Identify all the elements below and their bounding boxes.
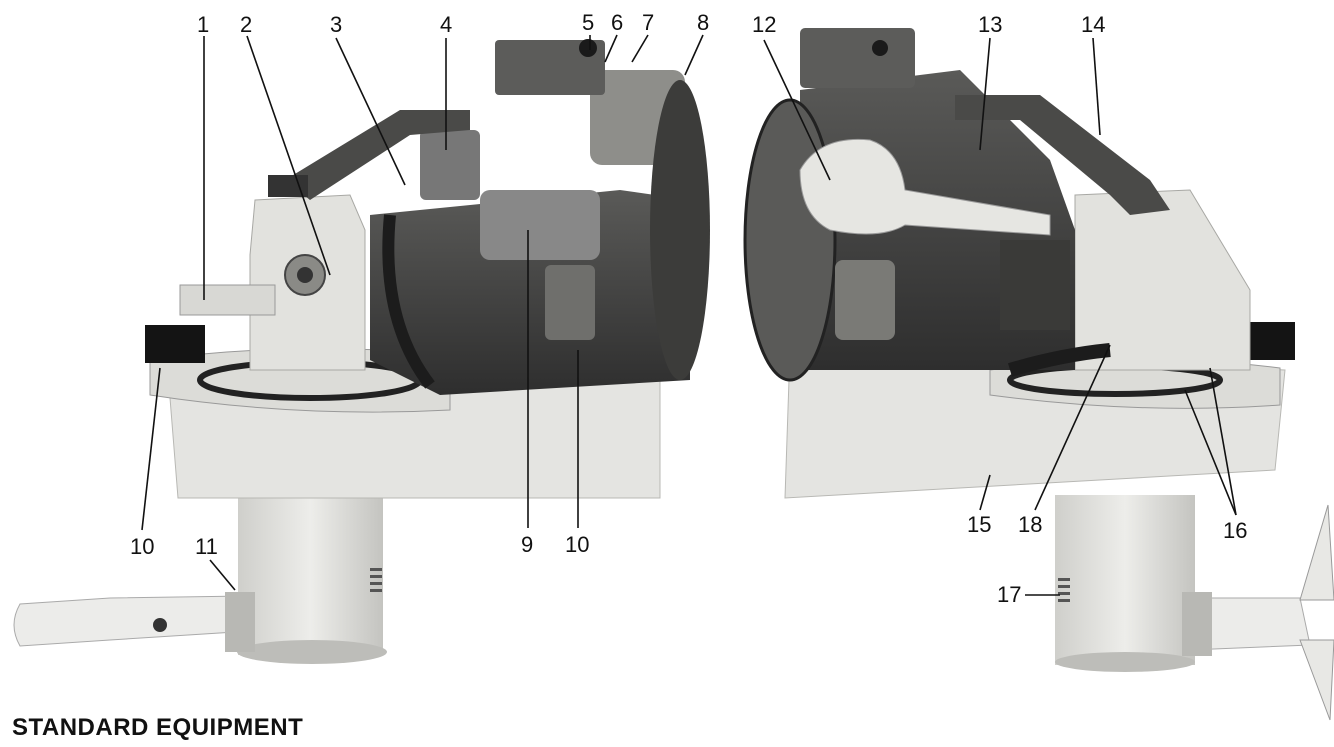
left-seal-block bbox=[145, 325, 205, 363]
callout-5: 5 bbox=[582, 10, 595, 35]
left-prop-shaft bbox=[13, 595, 246, 647]
callout-8: 8 bbox=[697, 10, 710, 35]
right-rocker-cover bbox=[800, 28, 915, 88]
left-exhaust-manifold bbox=[285, 110, 470, 200]
callout-18: 18 bbox=[1018, 512, 1043, 537]
left-fuel-filter bbox=[420, 130, 480, 200]
left-cooling-slots bbox=[370, 568, 382, 592]
leader-lines bbox=[141, 34, 1237, 596]
right-drive-leg bbox=[1055, 495, 1195, 665]
callout-3: 3 bbox=[330, 12, 343, 37]
callout-4: 4 bbox=[440, 12, 453, 37]
callout-16: 16 bbox=[1223, 518, 1248, 543]
callout-12: 12 bbox=[752, 12, 777, 37]
right-propeller bbox=[1299, 504, 1334, 721]
right-water-hose bbox=[1007, 343, 1111, 377]
left-water-hose bbox=[382, 214, 435, 389]
callout-15: 15 bbox=[967, 512, 992, 537]
callout-7: 7 bbox=[642, 10, 655, 35]
callout-14: 14 bbox=[1081, 12, 1106, 37]
left-belt-pulley bbox=[650, 80, 710, 380]
callout-13: 13 bbox=[978, 12, 1003, 37]
callout-9: 9 bbox=[521, 532, 534, 557]
left-rocker-cover bbox=[495, 40, 605, 95]
right-exhaust-pipe bbox=[955, 95, 1170, 215]
left-engine-block bbox=[370, 190, 690, 395]
right-cooling-slots bbox=[1058, 578, 1070, 602]
left-oil-filter bbox=[545, 265, 595, 340]
callout-10-center: 10 bbox=[565, 532, 590, 557]
callout-1: 1 bbox=[197, 12, 210, 37]
callout-6: 6 bbox=[611, 10, 624, 35]
right-flywheel bbox=[743, 98, 837, 382]
callout-11: 11 bbox=[195, 534, 218, 559]
right-starter bbox=[835, 260, 895, 340]
right-gearbox-housing bbox=[1074, 189, 1251, 371]
right-engine-view bbox=[743, 28, 1334, 721]
callout-17: 17 bbox=[997, 582, 1022, 607]
right-air-silencer bbox=[799, 138, 1051, 236]
left-drive-leg bbox=[238, 490, 383, 655]
callout-10-left: 10 bbox=[130, 534, 155, 559]
left-starter-motor bbox=[480, 190, 600, 260]
callout-2: 2 bbox=[240, 12, 253, 37]
right-oil-cooler bbox=[1000, 240, 1070, 330]
left-engine-view bbox=[13, 39, 710, 664]
diagram-caption: STANDARD EQUIPMENT bbox=[12, 714, 304, 741]
